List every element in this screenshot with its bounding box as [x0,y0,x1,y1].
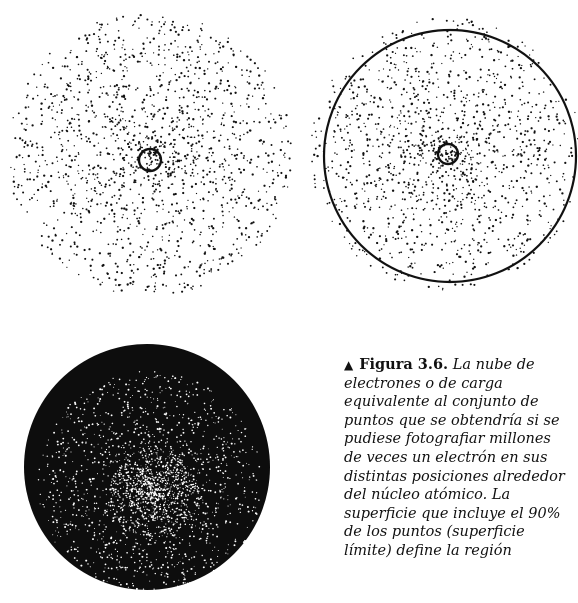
caption-text: La nube de electrones o de carga equival… [344,357,565,559]
figure-caption: ▲ Figura 3.6. La nube de electrones o de … [344,356,570,561]
electron-cloud-dense [22,333,272,603]
electron-cloud-dots [2,6,298,302]
caption-label: Figura 3.6. [359,356,448,373]
triangle-marker-icon: ▲ [344,358,353,372]
electron-cloud-boundary-surface [310,6,578,302]
dense-cloud-disk [24,344,270,590]
boundary-circle [324,30,576,282]
